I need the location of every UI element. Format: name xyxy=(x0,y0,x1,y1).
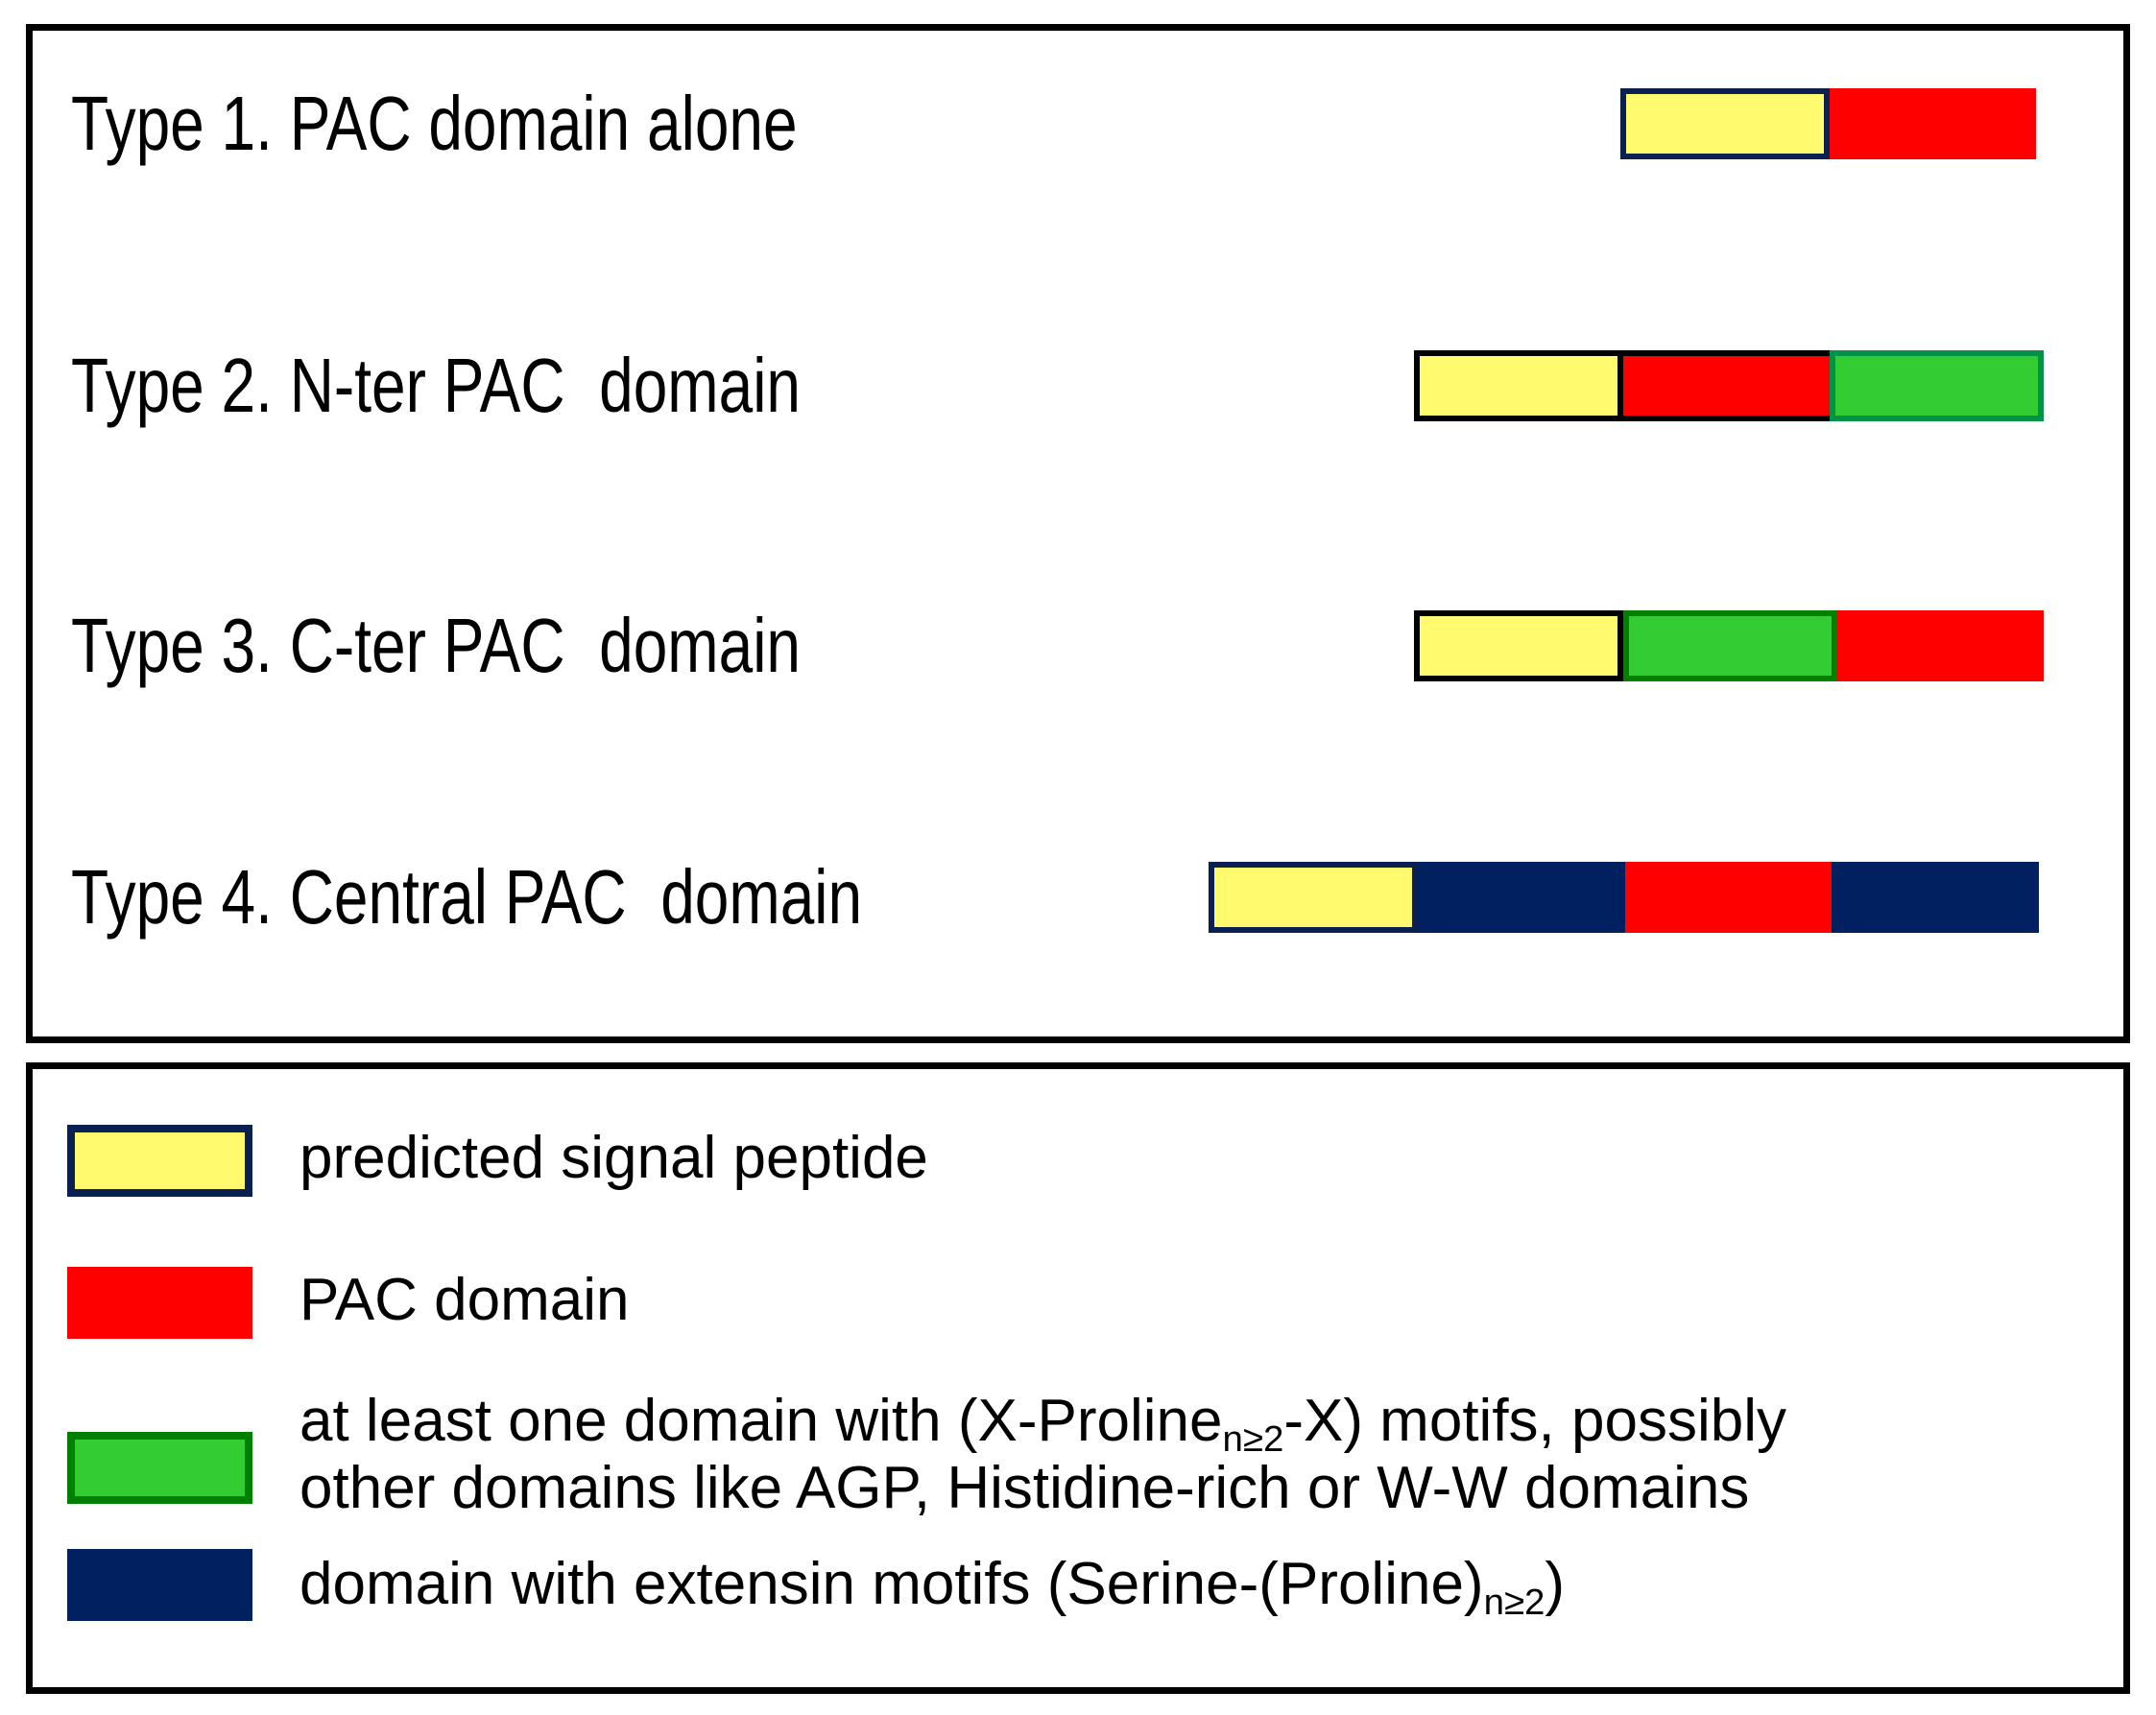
architecture-row-type-1: Type 1. PAC domain alone xyxy=(33,52,2123,196)
architecture-label-type-4: Type 4. Central PAC domain xyxy=(71,854,863,940)
legend-label-signal-peptide: predicted signal peptide xyxy=(299,1125,928,1191)
segment-signal-peptide xyxy=(1620,88,1830,159)
legend-swatch-pac-domain xyxy=(67,1267,252,1339)
architecture-label-type-2: Type 2. N-ter PAC domain xyxy=(71,343,801,428)
segment-extensin-domain xyxy=(1832,862,2039,933)
legend-extensin-text-part-2: ) xyxy=(1545,1551,1566,1617)
legend-proline-text-part-2: -X) motifs, possibly xyxy=(1283,1388,1786,1454)
segment-proline-motif-domain xyxy=(1623,610,1837,681)
architecture-row-type-4: Type 4. Central PAC domain xyxy=(33,825,2123,969)
segment-signal-peptide xyxy=(1414,350,1623,421)
legend-proline-subscript-1: n≥2 xyxy=(1222,1417,1284,1460)
legend-swatch-extensin-domain xyxy=(67,1549,252,1621)
segment-pac-domain xyxy=(1625,862,1832,933)
segment-signal-peptide xyxy=(1414,610,1623,681)
segment-signal-peptide xyxy=(1209,862,1418,933)
legend-extensin-subscript: n≥2 xyxy=(1483,1581,1545,1623)
architecture-bar-type-4 xyxy=(1209,862,2039,933)
architecture-bar-type-2 xyxy=(1414,350,2044,421)
architecture-row-type-2: Type 2. N-ter PAC domain xyxy=(33,314,2123,458)
legend-panel: predicted signal peptide PAC domain at l… xyxy=(26,1062,2130,1694)
segment-pac-domain xyxy=(1623,350,1830,421)
legend-swatch-signal-peptide xyxy=(67,1125,252,1197)
legend-proline-text-part-1: at least one domain with (X-Proline xyxy=(299,1388,1223,1454)
legend-label-extensin-domain: domain with extensin motifs (Serine-(Pro… xyxy=(299,1551,1566,1620)
segment-pac-domain xyxy=(1830,88,2036,159)
architecture-bar-type-1 xyxy=(1620,88,2036,159)
segment-extensin-domain xyxy=(1418,862,1625,933)
legend-swatch-proline-domain xyxy=(67,1432,252,1504)
architecture-label-type-1: Type 1. PAC domain alone xyxy=(71,81,798,166)
legend-proline-text-line-2: other domains like AGP, Histidine-rich o… xyxy=(299,1455,1750,1521)
legend-label-proline-domain: at least one domain with (X-Prolinen≥2-X… xyxy=(299,1388,2066,1522)
architecture-label-type-3: Type 3. C-ter PAC domain xyxy=(71,603,801,688)
architecture-panel: Type 1. PAC domain alone Type 2. N-ter P… xyxy=(26,24,2130,1043)
legend-label-pac-domain: PAC domain xyxy=(299,1267,630,1333)
architecture-bar-type-3 xyxy=(1414,610,2044,681)
architecture-row-type-3: Type 3. C-ter PAC domain xyxy=(33,574,2123,718)
segment-pac-domain xyxy=(1837,610,2044,681)
segment-proline-motif-domain xyxy=(1830,350,2044,421)
legend-extensin-text-part-1: domain with extensin motifs (Serine-(Pro… xyxy=(299,1551,1484,1617)
